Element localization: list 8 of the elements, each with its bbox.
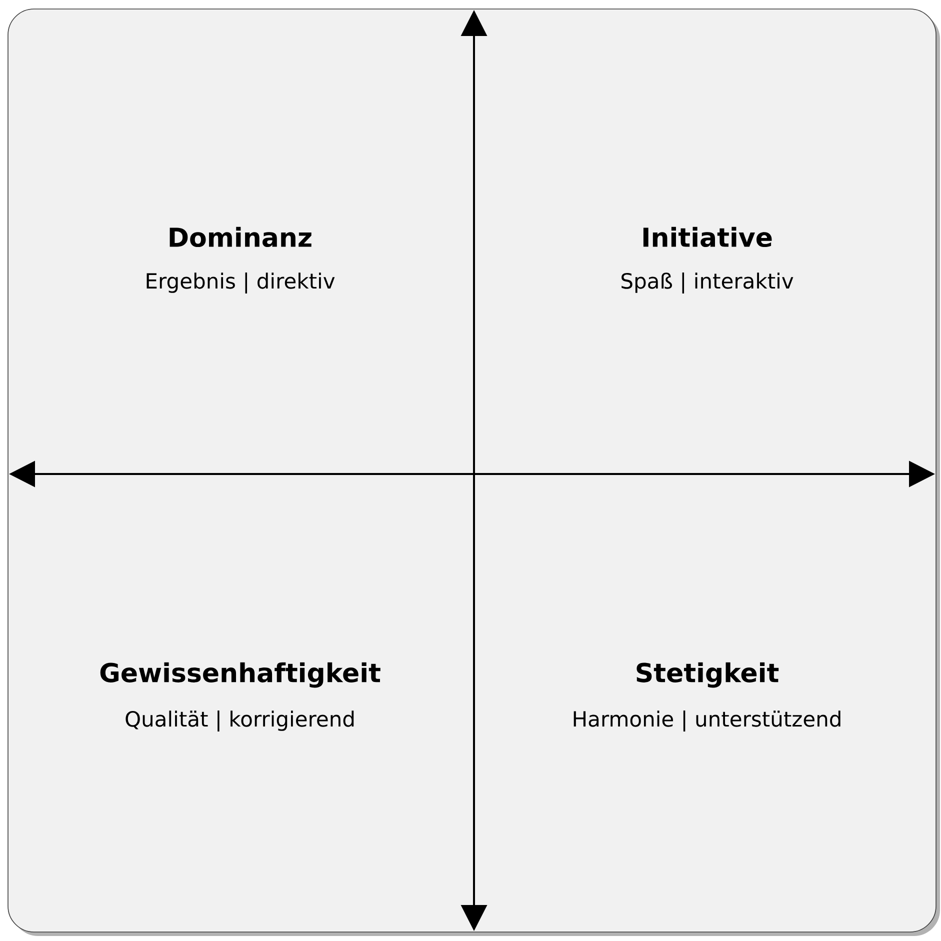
- quadrant-heading: Dominanz: [170, 226, 312, 248]
- quadrant-subtitle: Spaß | interaktiv: [622, 272, 794, 294]
- quadrant-heading: Gewissenhaftigkeit: [100, 662, 380, 688]
- quadrant-heading: Initiative: [643, 226, 772, 248]
- quadrant-heading: Stetigkeit: [636, 662, 779, 688]
- quadrant-subtitle: Ergebnis | direktiv: [146, 272, 335, 294]
- quadrant-subtitle: Qualität | korrigierend: [126, 710, 354, 732]
- quadrant-subtitle: Harmonie | unterstützend: [574, 710, 840, 732]
